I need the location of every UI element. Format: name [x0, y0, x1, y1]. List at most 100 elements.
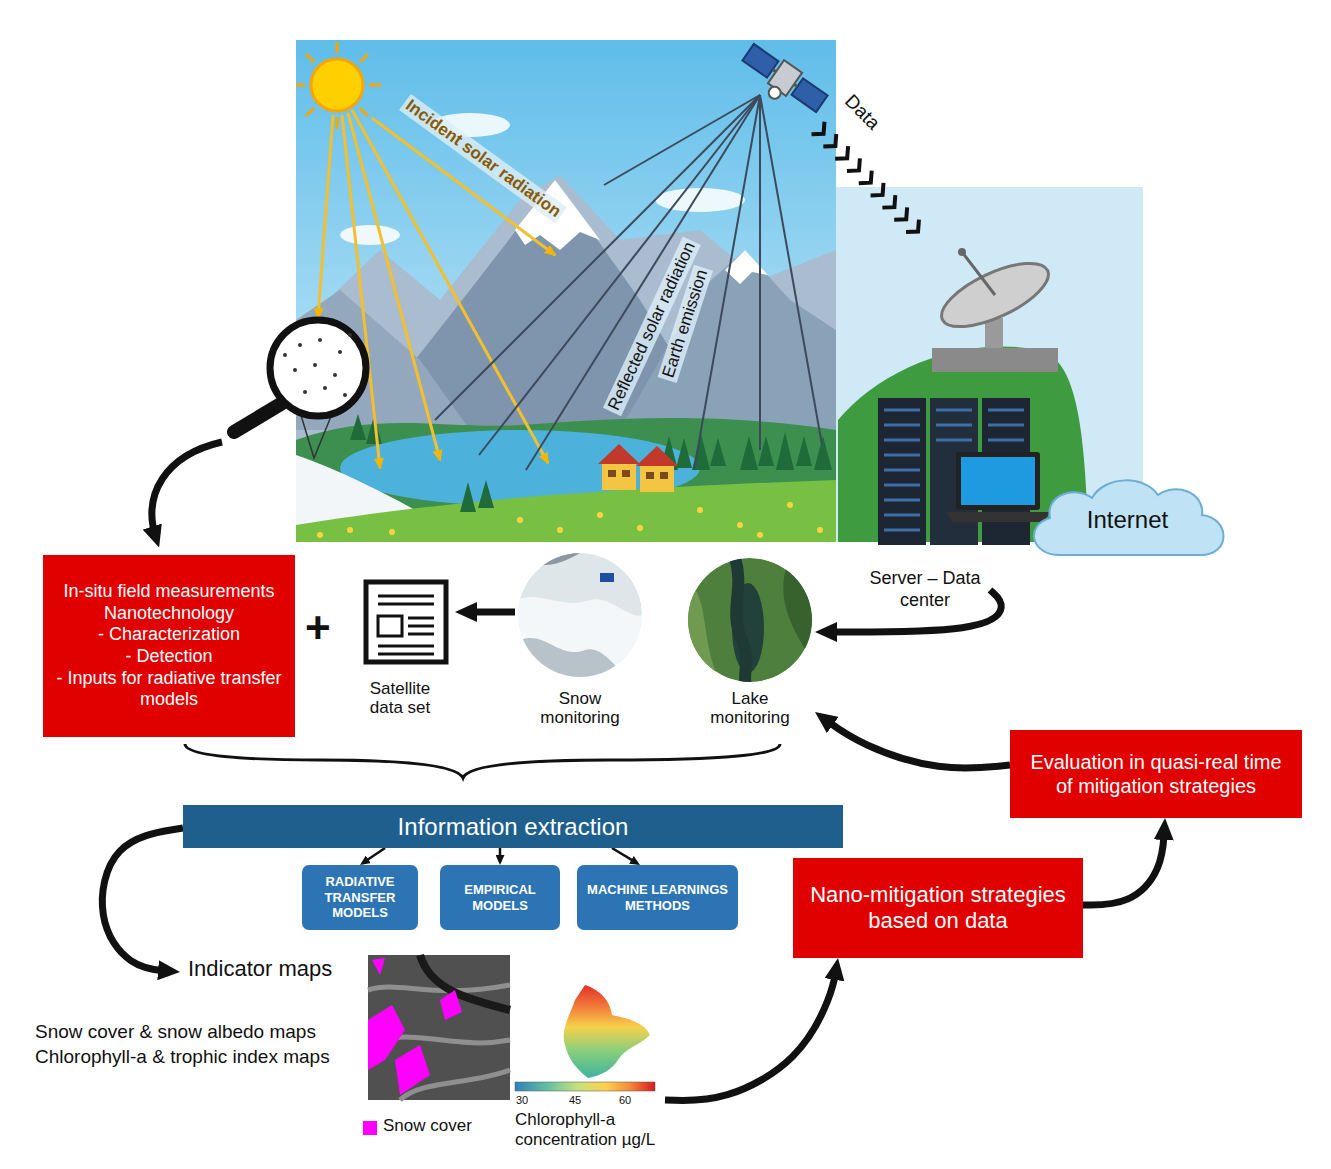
- node-text: Lake monitoring: [695, 689, 805, 728]
- data-downlink: [812, 122, 925, 238]
- snow-image: [600, 573, 614, 582]
- reflected-rays: [760, 95, 822, 445]
- node-text: - Characterization: [98, 624, 240, 646]
- reflected-rays: [604, 95, 760, 185]
- flow-arrow: [499, 848, 502, 862]
- server-rack: [878, 398, 1050, 545]
- server-label: Server – Data center: [860, 568, 990, 611]
- monitoring-circle: Lake monitoring: [685, 555, 815, 728]
- snow-image: [518, 553, 642, 677]
- internet-cloud: Internet: [1020, 470, 1235, 570]
- document-icon: [378, 616, 402, 636]
- lake-image: [688, 580, 720, 682]
- document-icon: [378, 596, 434, 604]
- landscape: [787, 502, 793, 508]
- node-text: - Detection: [125, 646, 212, 668]
- magnifier: [293, 368, 297, 372]
- node-text: Information extraction: [398, 813, 629, 841]
- chlorophyll-map: [515, 1082, 655, 1091]
- colorbar-tick: 60: [619, 1093, 631, 1107]
- magnifier: [234, 402, 284, 432]
- landscape: [389, 529, 395, 535]
- document-icon: [366, 582, 446, 662]
- snow-cover-map: [368, 955, 510, 1100]
- flow-arrow: [465, 609, 515, 616]
- snow-image: [518, 553, 642, 677]
- landscape: [636, 446, 678, 466]
- node-text: - Inputs for radiative transfer models: [53, 668, 285, 711]
- colorbar-tick: 45: [569, 1093, 581, 1107]
- method-box: MACHINE LEARNINGS METHODS: [577, 865, 738, 930]
- node-text: Satellite data set: [355, 679, 445, 718]
- radiation-label: Incident solar radiation: [399, 94, 567, 224]
- magnifier: [283, 353, 287, 357]
- landscape: [597, 512, 603, 518]
- server-rack: [946, 512, 1050, 522]
- lake-image: [783, 558, 812, 660]
- node-text: Snow monitoring: [525, 689, 635, 728]
- magnifier: [313, 363, 317, 367]
- ground-station: [962, 252, 995, 295]
- mitigation-box: Nano-mitigation strategies based on data: [793, 858, 1083, 958]
- plus-sign: +: [305, 606, 331, 650]
- legend-text: Snow cover: [383, 1116, 472, 1136]
- landscape: [311, 59, 363, 111]
- server-rack: [956, 452, 1040, 510]
- landscape: [737, 522, 743, 528]
- magnifier: [234, 320, 366, 458]
- satellite: [792, 78, 828, 112]
- node-text: In-situ field measurements: [63, 581, 274, 603]
- magnifier: [323, 386, 327, 390]
- node-text: Nano-mitigation strategies based on data: [803, 882, 1073, 935]
- flow-arrow: [823, 718, 1010, 768]
- server-rack: [961, 457, 1035, 505]
- landscape: [608, 470, 668, 479]
- incident-rays: [342, 115, 380, 468]
- grouping-brace: [185, 744, 780, 778]
- landscape: [697, 507, 703, 513]
- reflected-rays: [526, 95, 760, 470]
- reflected-rays: [435, 95, 822, 470]
- node-text: MACHINE LEARNINGS METHODS: [583, 882, 732, 913]
- dataset-icon: Satellite data set: [345, 575, 455, 718]
- magnifier: [303, 390, 307, 394]
- node-text: Internet: [1087, 506, 1168, 534]
- landscape: [757, 532, 763, 538]
- magnifier: [298, 343, 302, 347]
- incident-rays: [318, 110, 555, 468]
- flow-arrow: [102, 828, 183, 971]
- magnifier: [318, 338, 322, 342]
- map-caption: Chlorophyll-a & trophic index maps: [35, 1047, 330, 1067]
- snow-image: [518, 553, 580, 565]
- flow-arrow: [612, 848, 637, 863]
- reflected-rays: [759, 95, 761, 450]
- landscape: [317, 532, 323, 538]
- node-text: RADIATIVE TRANSFER MODELS: [308, 874, 412, 921]
- landscape: [296, 42, 381, 129]
- magnifier: [338, 350, 342, 354]
- satellite: [742, 44, 778, 78]
- chlorophyll-map: [515, 985, 655, 1091]
- flow-arrow: [1083, 828, 1164, 905]
- colorbar-tick: 30: [516, 1093, 528, 1107]
- landscape: [296, 175, 836, 440]
- node-text: Nanotechnology: [104, 603, 234, 625]
- reflected-rays: [479, 95, 760, 455]
- extraction-band: Information extraction: [183, 805, 843, 848]
- landscape: [296, 40, 836, 542]
- measurement-box: In-situ field measurementsNanotechnology…: [43, 555, 295, 737]
- chlorophyll-map: [564, 985, 650, 1078]
- magnifier: [348, 333, 352, 337]
- document-icon: [366, 582, 446, 662]
- node-text: EMPIRICAL MODELS: [446, 882, 554, 913]
- magnifier: [270, 320, 366, 416]
- landscape: [340, 225, 400, 245]
- landscape: [517, 517, 523, 523]
- incident-rays: [352, 110, 548, 463]
- data-downlink: [812, 122, 925, 238]
- magnifier: [333, 373, 337, 377]
- landscape: [817, 527, 823, 533]
- incident-rays: [348, 113, 440, 460]
- incident-rays: [318, 115, 333, 318]
